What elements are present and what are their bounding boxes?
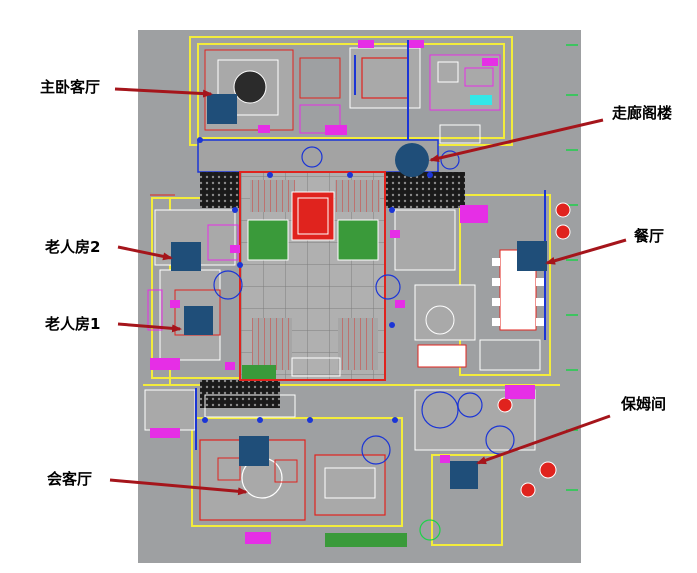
square-marker-icon [207, 94, 237, 124]
red-arrow-icon [117, 322, 182, 333]
circle-marker-icon [395, 143, 429, 177]
red-arrow-icon [545, 238, 627, 265]
red-arrow-icon [429, 118, 604, 163]
label-elder-room-1: 老人房1 [45, 315, 101, 333]
central-courtyard [239, 171, 386, 381]
fixture-marks [170, 125, 450, 463]
square-marker-icon [239, 436, 269, 466]
label-dining: 餐厅 [634, 227, 665, 245]
square-marker-icon [184, 306, 213, 335]
label-master-living: 主卧客厅 [40, 78, 101, 96]
label-reception-hall: 会客厅 [47, 470, 93, 488]
red-arrow-icon [109, 478, 248, 496]
square-marker-icon [171, 242, 201, 271]
red-arrow-icon [476, 414, 611, 465]
red-arrow-icon [114, 87, 213, 98]
red-arrow-icon [117, 245, 173, 261]
nanny-room-block [414, 385, 557, 541]
wall-dots [197, 137, 433, 423]
square-marker-icon [450, 461, 478, 489]
label-corridor-loft: 走廊阁楼 [612, 104, 673, 122]
lower-service-block [144, 388, 296, 450]
label-nanny-room: 保姆间 [621, 395, 667, 413]
square-marker-icon [517, 241, 547, 271]
label-elder-room-2: 老人房2 [45, 238, 101, 256]
